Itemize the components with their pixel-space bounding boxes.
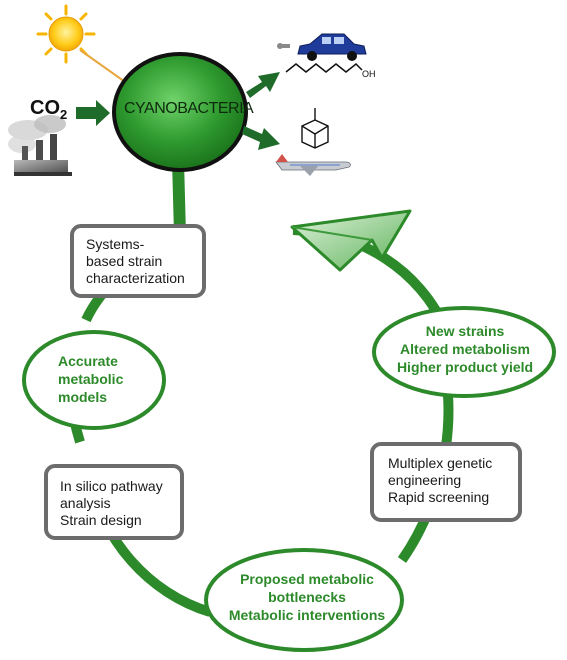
car-icon xyxy=(277,33,367,61)
insilico-analysis-text: In silico pathway analysis Strain design xyxy=(60,478,163,528)
cycle-arrowhead xyxy=(290,209,412,272)
product-arrow-chemical xyxy=(242,126,280,150)
factory-smokestack-icon xyxy=(8,115,72,176)
cyanobacteria-label: CYANOBACTERIA xyxy=(124,100,254,117)
product-arrow-fuel xyxy=(246,72,280,98)
sunlight-ray xyxy=(79,49,129,85)
box-insilico-analysis xyxy=(44,464,184,540)
ellipse-new-strains xyxy=(372,306,556,398)
ellipse-bottlenecks xyxy=(204,548,404,652)
hydroxyl-label: OH xyxy=(362,69,376,79)
box-systems-characterization xyxy=(70,224,206,298)
multiplex-engineering-text: Multiplex genetic engineering Rapid scre… xyxy=(388,455,493,505)
systems-characterization-text: Systems- based strain characterization xyxy=(86,236,185,286)
accurate-models-text: Accurate metabolic models xyxy=(58,353,124,405)
fuel-molecule-chain xyxy=(285,62,363,73)
cycle-trunk xyxy=(172,159,186,236)
co2-input-arrow xyxy=(76,100,110,126)
bottlenecks-text: Proposed metabolic bottlenecks Metabolic… xyxy=(228,571,386,623)
airplane-icon xyxy=(275,154,351,176)
new-strains-text: New strains Altered metabolism Higher pr… xyxy=(396,323,534,375)
ellipse-accurate-models xyxy=(22,330,166,430)
molecule-icon xyxy=(301,108,329,149)
box-multiplex-engineering xyxy=(370,442,522,522)
co2-label: CO2 xyxy=(30,97,68,122)
cyanobacteria-node xyxy=(112,52,248,172)
